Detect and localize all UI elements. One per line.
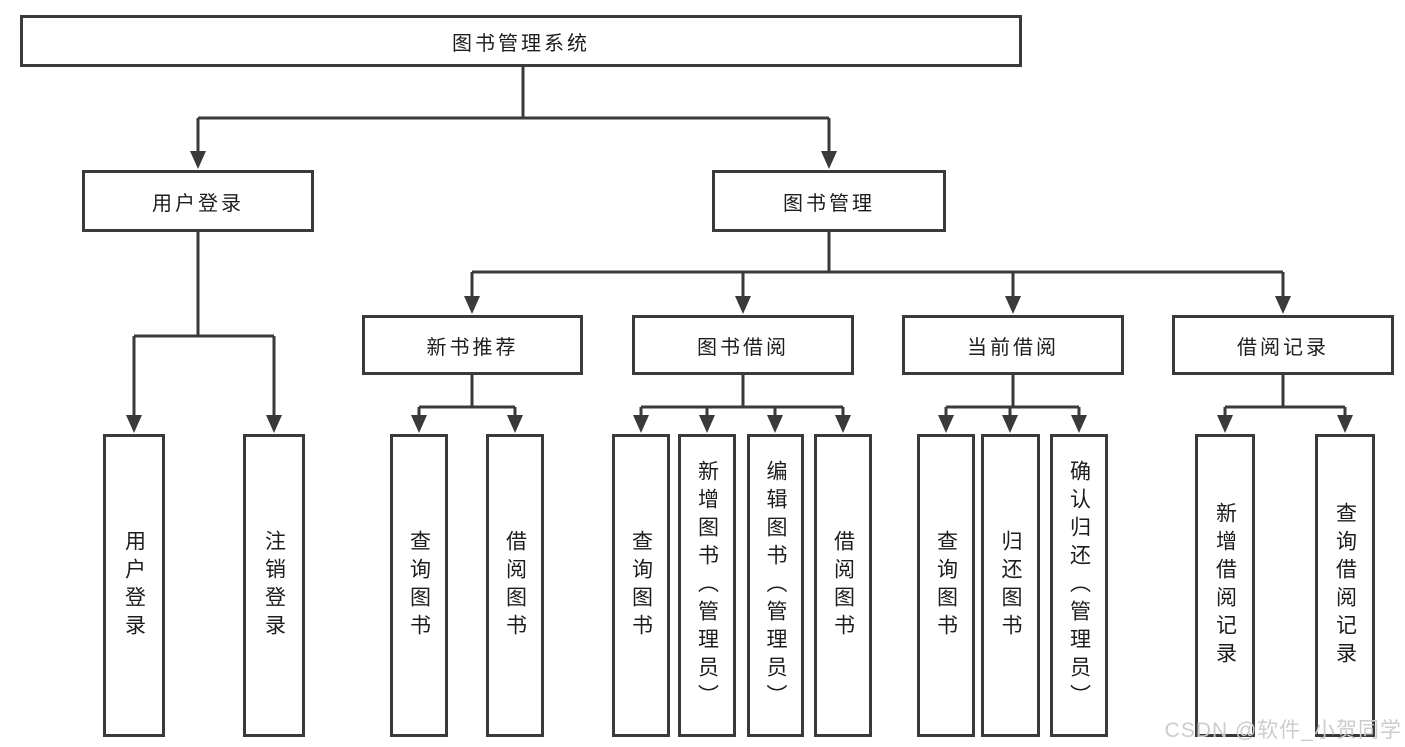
node-book-borrowing-label: 图书借阅	[697, 336, 789, 359]
node-user-login: 用户登录	[82, 170, 314, 232]
node-query-borrow-record-label: 查询借阅记录	[1333, 501, 1357, 670]
csdn-watermark: CSDN @软件_小贺同学	[1164, 719, 1402, 742]
node-query-books-recommend-label: 查询图书	[407, 529, 431, 642]
node-user-login-action: 用户登录	[103, 434, 165, 737]
node-query-books-recommend: 查询图书	[390, 434, 448, 737]
node-book-borrowing: 图书借阅	[632, 315, 854, 375]
node-edit-books-admin-label: 编辑图书（管理员）	[764, 459, 787, 712]
node-user-login-label: 用户登录	[152, 192, 244, 215]
node-confirm-return-admin-label: 确认归还（管理员）	[1067, 459, 1091, 712]
node-current-borrowing: 当前借阅	[902, 315, 1124, 375]
node-query-borrow-record: 查询借阅记录	[1315, 434, 1375, 737]
node-root-label: 图书管理系统	[452, 32, 590, 55]
node-query-books-current: 查询图书	[917, 434, 975, 737]
node-add-books-admin: 新增图书（管理员）	[678, 434, 736, 737]
node-edit-books-admin: 编辑图书（管理员）	[747, 434, 804, 737]
node-book-management: 图书管理	[712, 170, 946, 232]
node-borrow-books-recommend: 借阅图书	[486, 434, 544, 737]
node-query-books-borrowing: 查询图书	[612, 434, 670, 737]
node-new-book-recommendation-label: 新书推荐	[426, 336, 519, 359]
node-query-books-current-label: 查询图书	[934, 529, 958, 642]
node-return-books: 归还图书	[981, 434, 1040, 737]
node-add-borrow-record: 新增借阅记录	[1195, 434, 1255, 737]
node-logout-action-label: 注销登录	[262, 529, 286, 642]
node-add-books-admin-label: 新增图书（管理员）	[695, 459, 719, 712]
node-book-management-label: 图书管理	[783, 192, 875, 215]
node-root: 图书管理系统	[20, 15, 1022, 67]
node-logout-action: 注销登录	[243, 434, 305, 737]
node-add-borrow-record-label: 新增借阅记录	[1213, 501, 1237, 670]
node-borrowing-records: 借阅记录	[1172, 315, 1394, 375]
node-query-books-borrowing-label: 查询图书	[629, 529, 653, 642]
node-borrow-books-borrowing-label: 借阅图书	[831, 529, 855, 642]
node-confirm-return-admin: 确认归还（管理员）	[1050, 434, 1108, 737]
node-borrowing-records-label: 借阅记录	[1237, 336, 1329, 359]
node-current-borrowing-label: 当前借阅	[967, 336, 1059, 359]
node-borrow-books-recommend-label: 借阅图书	[503, 529, 527, 642]
node-user-login-action-label: 用户登录	[122, 529, 146, 642]
node-return-books-label: 归还图书	[999, 529, 1022, 642]
node-borrow-books-borrowing: 借阅图书	[814, 434, 872, 737]
node-new-book-recommendation: 新书推荐	[362, 315, 583, 375]
